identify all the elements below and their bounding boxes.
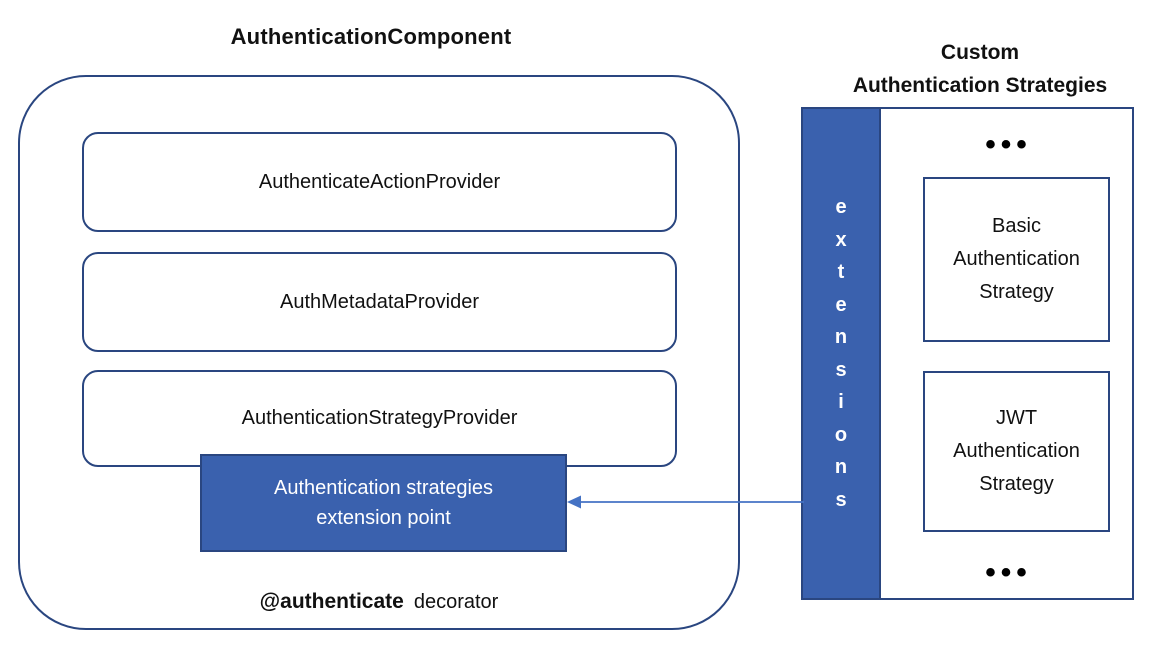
authentication-component-box [18,75,740,630]
custom-strategies-title: Custom Authentication Strategies [815,36,1145,102]
custom-strategies-title-line2: Authentication Strategies [852,74,1108,97]
extensions-letter: o [834,423,848,446]
extension-point-line1: Authentication strategies [273,477,494,499]
extensions-letter: s [835,488,847,511]
provider-label: AuthenticateActionProvider [258,170,501,193]
extensions-letter: x [835,228,847,251]
authentication-component-title: AuthenticationComponent [230,24,512,49]
basic-strategy-box: Basic Authentication Strategy [923,177,1110,342]
ellipsis-top: ••• [985,128,1032,161]
decorator-name: @authenticate [259,590,404,613]
extension-point-box: Authentication strategies extension poin… [200,454,567,552]
provider-label: AuthMetadataProvider [279,290,479,313]
provider-box-authenticate-action: AuthenticateActionProvider [82,132,677,232]
extensions-letter: n [834,456,848,478]
basic-strategy-line2: Authentication [953,248,1080,270]
extensions-letter: e [835,196,847,218]
extensions-letter: n [834,326,848,348]
extensions-letter: t [837,261,845,283]
decorator-caption: @authenticate decorator [18,590,740,614]
extensions-bar: e x t e n s i o n s [801,107,881,600]
extension-point-line2: extension point [316,507,451,529]
extensions-letter: i [838,391,844,413]
extensions-letter: s [835,358,847,381]
jwt-strategy-line3: Strategy [979,473,1054,495]
arrow-head-icon [567,495,581,509]
ellipsis-bottom: ••• [985,556,1032,589]
provider-label: AuthenticationStrategyProvider [241,407,518,429]
jwt-strategy-box: JWT Authentication Strategy [923,371,1110,532]
basic-strategy-line3: Strategy [979,281,1054,303]
provider-box-authentication-strategy: AuthenticationStrategyProvider [82,370,677,467]
jwt-strategy-line1: JWT [995,407,1038,429]
provider-box-auth-metadata: AuthMetadataProvider [82,252,677,352]
jwt-strategy-line2: Authentication [953,440,1080,462]
custom-strategies-title-line1: Custom [940,41,1020,64]
extension-arrow [567,495,804,509]
extensions-letter: e [835,293,847,316]
basic-strategy-line1: Basic [992,215,1041,237]
decorator-suffix: decorator [413,591,499,613]
